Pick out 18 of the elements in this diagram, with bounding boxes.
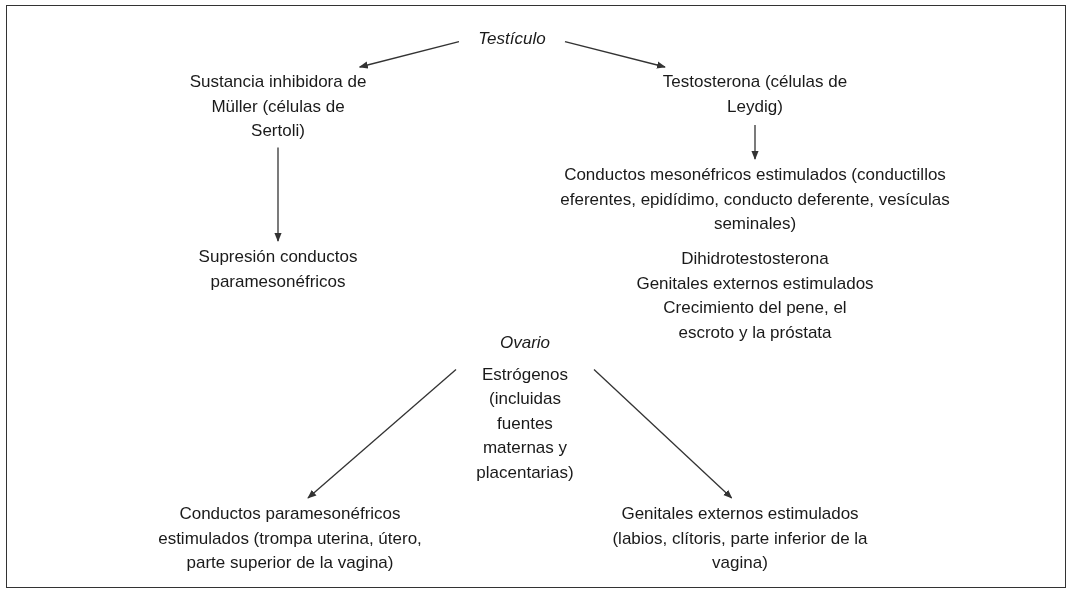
arrow — [593, 368, 733, 499]
text-label: Crecimiento del pene, el escroto y la próstata — [662, 297, 848, 344]
text-label: Genitales externos estimulados (labios, clítoris, parte inferior de la vagina) — [611, 503, 869, 574]
text-label: Testosterona (células de Leydig) — [661, 71, 849, 118]
arrow — [274, 146, 282, 242]
text-label: Dihidrotestosterona — [680, 248, 830, 270]
organ-label: Ovario — [499, 332, 551, 354]
text-label: Estrógenos (incluidas fuentes maternas y placentarias) — [475, 363, 575, 484]
arrow — [307, 368, 457, 499]
arrow — [564, 41, 666, 69]
text-label: Conductos paramesonéfricos estimulados (trompa uterina, útero, parte superior de la vagina) — [157, 503, 423, 574]
arrow — [751, 124, 759, 160]
arrow — [358, 41, 460, 69]
text-label: Supresión conductos paramesonéfricos — [197, 246, 359, 293]
text-label: Conductos mesonéfricos estimulados (conductillos eferentes, epidídimo, conducto deferente, vesículas seminales) — [559, 164, 951, 235]
text-label: Sustancia inhibidora de Müller (células de Sertoli) — [188, 71, 368, 142]
organ-label: Testículo — [478, 28, 546, 50]
text-label: Genitales externos estimulados — [635, 272, 875, 295]
